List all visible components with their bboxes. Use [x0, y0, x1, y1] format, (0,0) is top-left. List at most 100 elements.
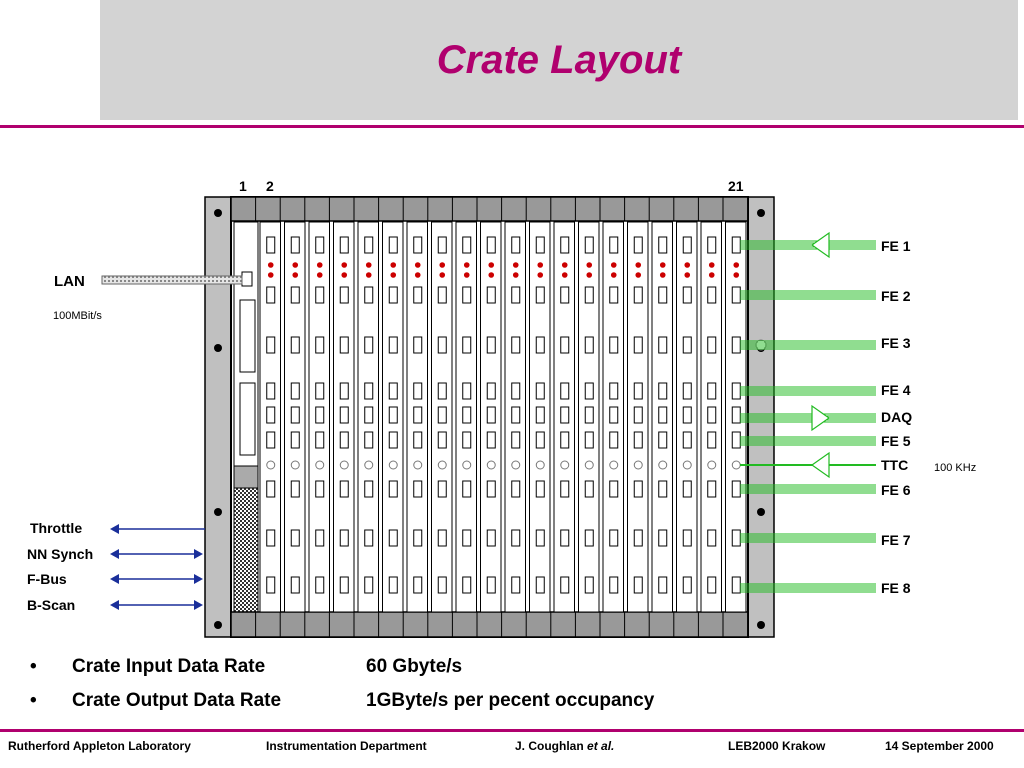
card-connector	[633, 406, 643, 424]
bullet-value: 1GByte/s per pecent occupancy	[366, 690, 655, 711]
card-connector	[560, 286, 570, 304]
card-connector	[486, 576, 496, 594]
rail-screw	[757, 209, 765, 217]
ttc-socket	[315, 460, 325, 470]
card-connector	[413, 529, 423, 547]
footer-author: J. Coughlan et al.	[515, 739, 614, 753]
card-connector	[339, 576, 349, 594]
card-connector	[584, 336, 594, 354]
card-connector	[266, 336, 276, 354]
ttc-socket	[584, 460, 594, 470]
card-connector	[609, 529, 619, 547]
card-connector	[315, 529, 325, 547]
card-connector	[437, 382, 447, 400]
card-connector	[315, 406, 325, 424]
bullet-value: 60 Gbyte/s	[366, 656, 463, 677]
card-connector	[535, 576, 545, 594]
card-connector	[511, 480, 521, 498]
card-connector	[388, 576, 398, 594]
ttc-socket	[731, 460, 741, 470]
nn-synch-label: NN Synch	[27, 546, 94, 562]
card-connector	[658, 286, 668, 304]
led-indicator	[561, 272, 568, 278]
led-indicator	[414, 262, 421, 268]
b-scan-arrow-head	[194, 600, 203, 610]
card-connector	[658, 236, 668, 254]
card-connector	[462, 406, 472, 424]
card-connector	[339, 286, 349, 304]
controller-mesh-panel	[233, 487, 259, 613]
slot-number-21: 21	[728, 178, 744, 194]
card-connector	[658, 382, 668, 400]
card-connector	[266, 406, 276, 424]
led-indicator	[463, 262, 470, 268]
daq-label: DAQ	[881, 409, 913, 425]
controller-connector	[239, 299, 256, 373]
card-connector	[707, 480, 717, 498]
card-connector	[707, 286, 717, 304]
card-connector	[584, 286, 594, 304]
card-connector	[511, 286, 521, 304]
card-connector	[290, 480, 300, 498]
card-connector	[364, 236, 374, 254]
card-connector	[364, 529, 374, 547]
led-indicator	[659, 262, 666, 268]
card-connector	[633, 576, 643, 594]
f-bus-arrow-head	[194, 574, 203, 584]
led-indicator	[390, 262, 397, 268]
card-connector	[339, 529, 349, 547]
slot-number-2: 2	[266, 178, 274, 194]
led-indicator	[733, 272, 740, 278]
output-direction-arrow	[811, 404, 831, 432]
card-connector	[658, 576, 668, 594]
ttc-socket	[339, 460, 349, 470]
card-connector	[584, 236, 594, 254]
led-indicator	[365, 262, 372, 268]
card-connector	[731, 406, 741, 424]
controller-connector	[239, 382, 256, 456]
card-connector	[437, 236, 447, 254]
card-connector	[535, 480, 545, 498]
ttc-socket	[290, 460, 300, 470]
card-connector	[437, 406, 447, 424]
card-connector	[682, 286, 692, 304]
card-connector	[266, 382, 276, 400]
bullet-marker: •	[30, 690, 37, 711]
led-indicator	[586, 272, 593, 278]
rail-screw	[214, 209, 222, 217]
card-connector	[388, 431, 398, 449]
left-rack-rail	[204, 196, 232, 638]
b-scan-arrow-head	[110, 600, 119, 610]
card-connector	[511, 431, 521, 449]
card-connector	[560, 406, 570, 424]
card-connector	[413, 236, 423, 254]
bottom-divider	[0, 729, 1024, 732]
nn-synch-arrow-head	[110, 549, 119, 559]
card-connector	[633, 480, 643, 498]
slot-number-1: 1	[239, 178, 247, 194]
card-connector	[535, 236, 545, 254]
card-connector	[633, 431, 643, 449]
card-connector	[707, 576, 717, 594]
lan-port	[241, 271, 253, 287]
card-connector	[413, 480, 423, 498]
card-connector	[339, 406, 349, 424]
led-indicator	[708, 272, 715, 278]
rail-screw	[214, 344, 222, 352]
led-indicator	[316, 272, 323, 278]
ttc-label: TTC	[881, 457, 909, 473]
card-connector	[584, 431, 594, 449]
led-indicator	[610, 262, 617, 268]
ttc-socket	[364, 460, 374, 470]
card-connector	[609, 406, 619, 424]
card-connector	[707, 336, 717, 354]
card-connector	[413, 431, 423, 449]
footer-author-suffix: et al.	[587, 739, 615, 753]
lan-cable	[101, 275, 243, 285]
card-connector	[290, 529, 300, 547]
card-connector	[364, 382, 374, 400]
ttc-socket	[388, 460, 398, 470]
card-connector	[339, 480, 349, 498]
card-connector	[731, 576, 741, 594]
ttc-direction-arrow	[810, 451, 830, 479]
